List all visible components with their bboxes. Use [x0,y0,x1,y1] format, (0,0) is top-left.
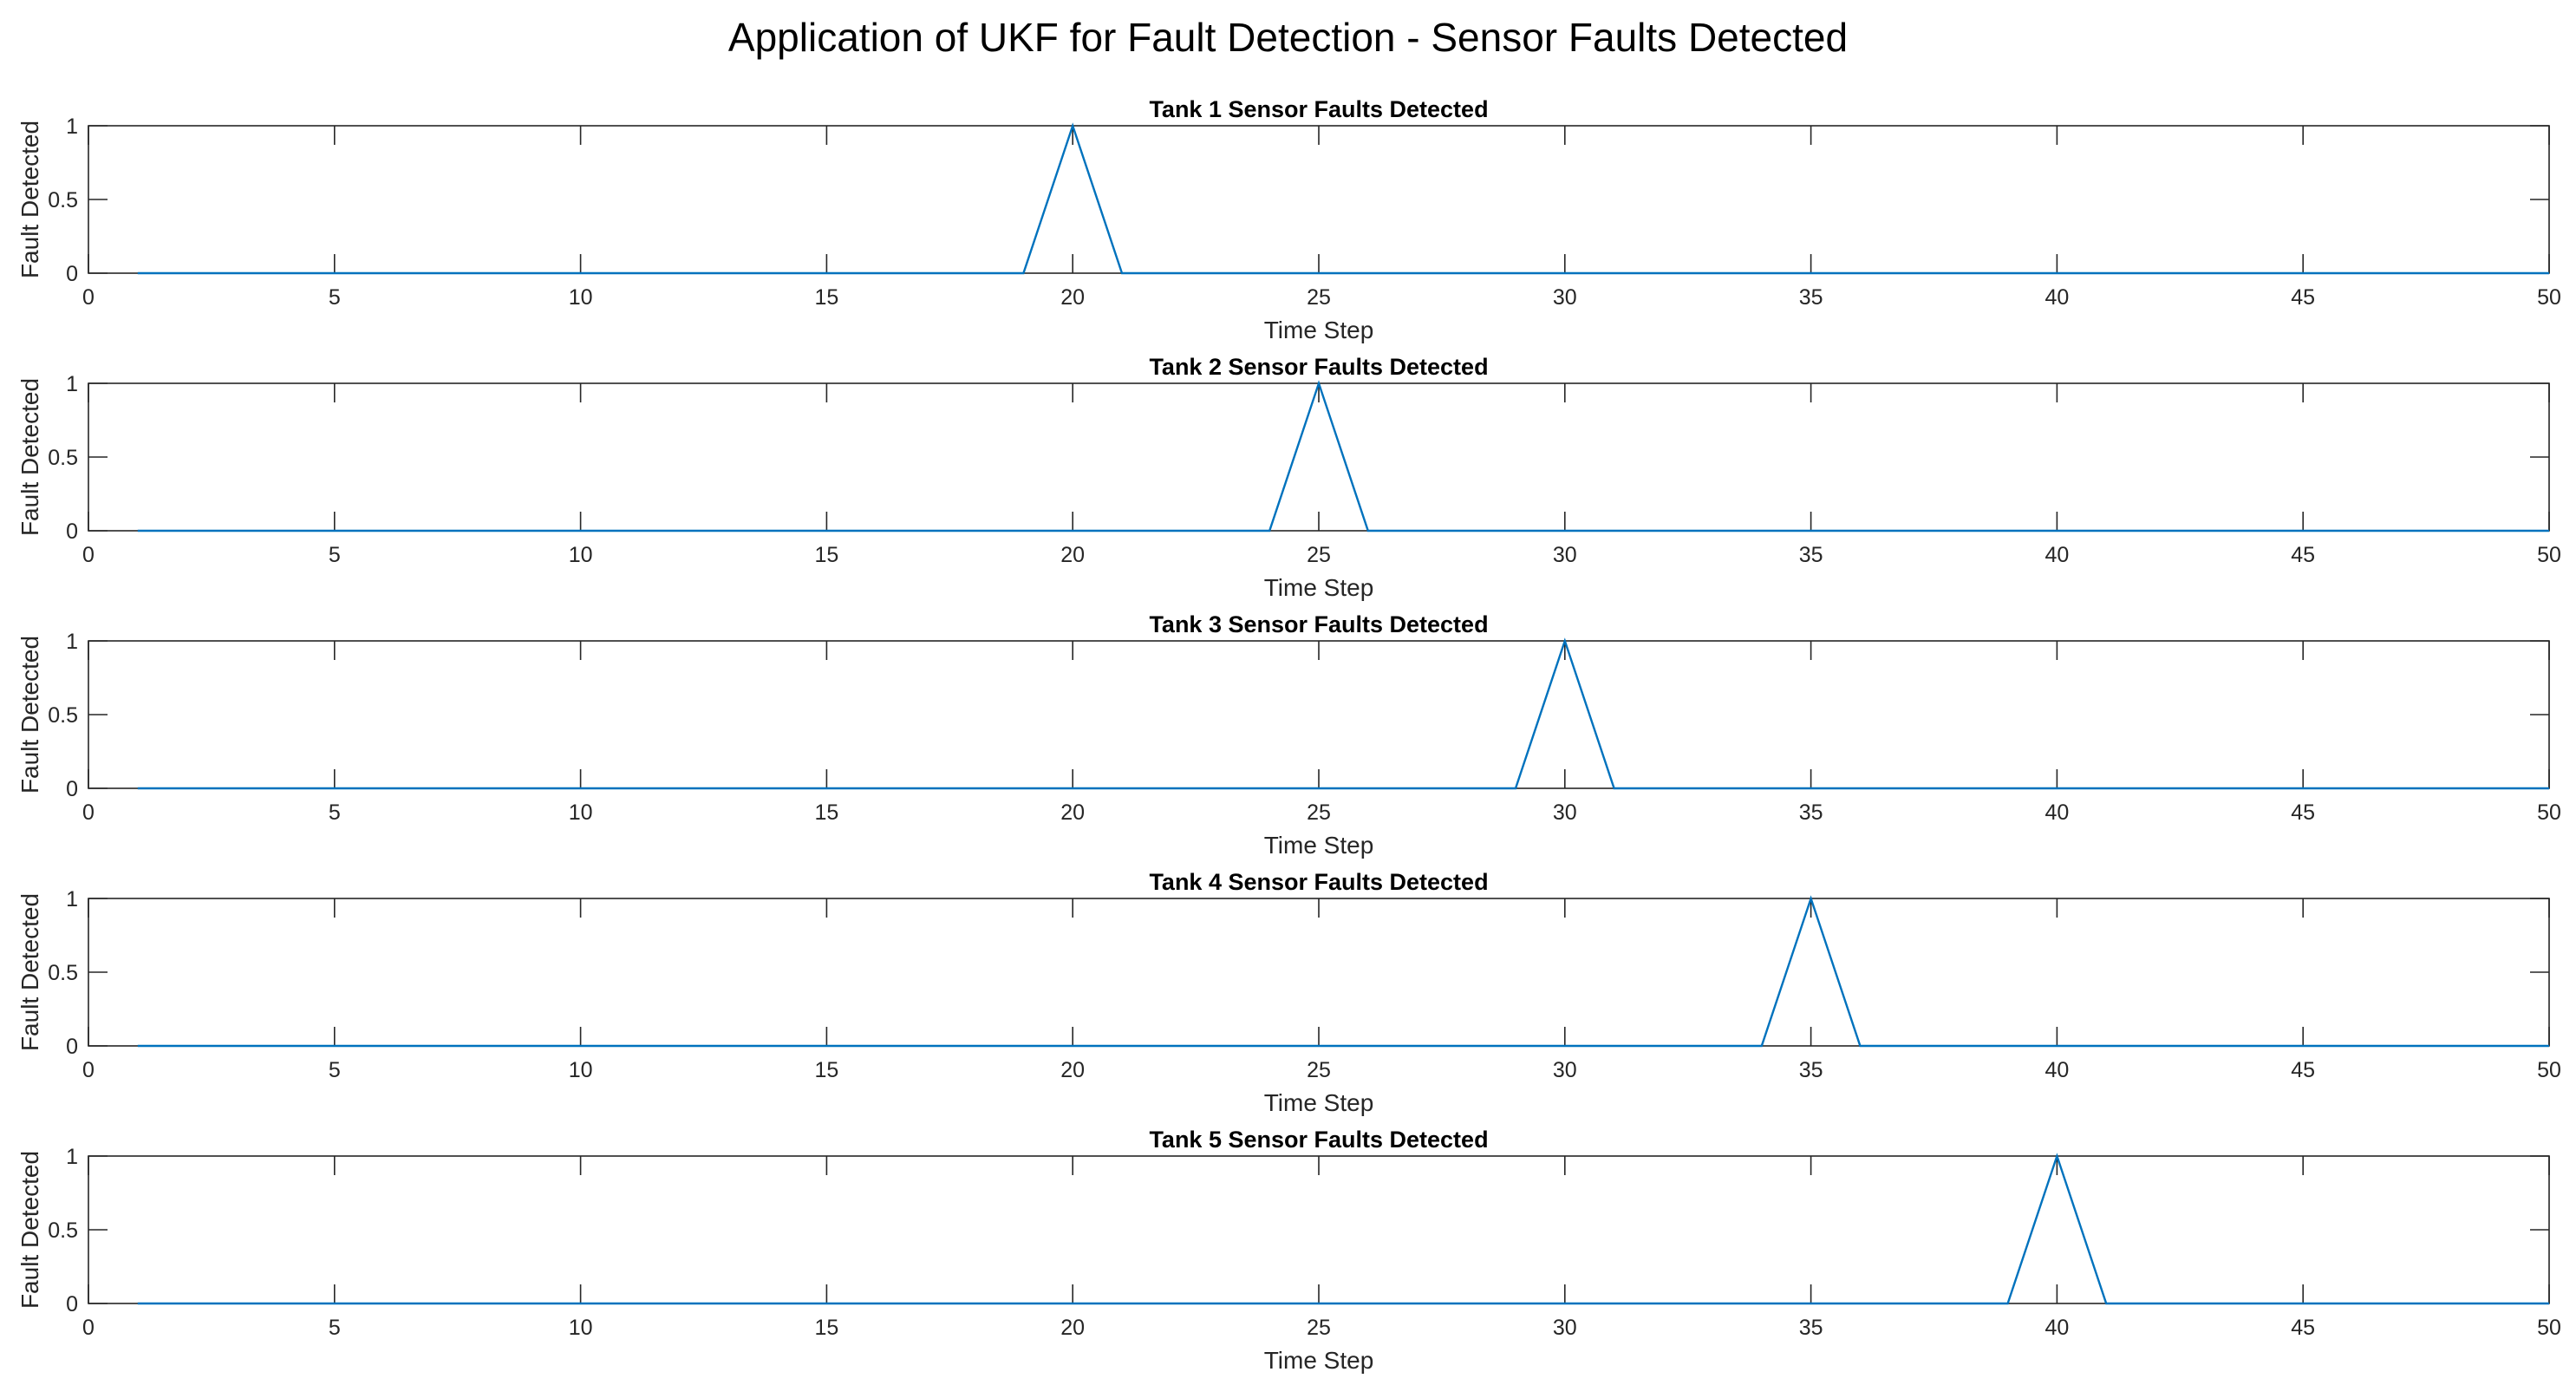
subplot-1-x-tick-label: 0 [82,285,95,310]
subplot-1-x-tick-label: 25 [1307,285,1331,310]
subplot-3-x-tick-label: 40 [2044,800,2069,825]
subplot-1-axes-box [88,125,2550,274]
subplot-2-x-tick-label: 15 [814,543,838,567]
subplot-1-y-tick-label: 0 [66,262,78,286]
subplot-5-y-axis-label: Fault Detected [16,1151,43,1309]
subplot-1-x-tick-label: 30 [1553,285,1577,310]
subplot-5-series-line [137,1153,2549,1305]
subplot-1-x-tick-label: 45 [2291,285,2315,310]
subplot-1-x-tick-label: 10 [569,285,593,310]
subplot-2-title: Tank 2 Sensor Faults Detected [1149,354,1488,380]
subplot-4-x-axis-label: Time Step [1264,1089,1374,1116]
subplot-4-x-tick-label: 35 [1799,1058,1823,1082]
subplot-1-x-axis-label: Time Step [1264,317,1374,343]
figure-title: Application of UKF for Fault Detection -… [727,15,1849,60]
subplot-4-x-tick-label: 40 [2044,1058,2069,1082]
subplot-3-title: Tank 3 Sensor Faults Detected [1149,611,1488,637]
subplot-5-y-tick-label: 0.5 [48,1218,78,1243]
subplot-3-x-tick-label: 35 [1799,800,1823,825]
subplot-3-x-tick-label: 25 [1307,800,1331,825]
subplot-3-x-tick-label: 50 [2537,800,2561,825]
subplot-1-y-tick-label: 1 [66,114,78,139]
subplot-2-x-tick-label: 25 [1307,543,1331,567]
subplot-3-y-tick-label: 0.5 [48,703,78,728]
subplot-2-x-tick-label: 50 [2537,543,2561,567]
subplot-3-x-tick-label: 20 [1060,800,1085,825]
subplot-3-x-tick-label: 15 [814,800,838,825]
subplot-1-series-line [137,122,2549,275]
subplot-3-x-tick-label: 45 [2291,800,2315,825]
subplot-4-series-line [137,895,2549,1048]
subplot-4-x-tick-label: 15 [814,1058,838,1082]
subplot-3-x-tick-label: 0 [82,800,95,825]
subplot-4-x-tick-label: 10 [569,1058,593,1082]
subplot-5-x-tick-label: 20 [1060,1316,1085,1340]
subplot-4-axes-box [88,898,2550,1047]
subplot-1-x-tick-label: 40 [2044,285,2069,310]
subplot-5-x-tick-label: 5 [329,1316,341,1340]
subplot-1-x-tick-label: 50 [2537,285,2561,310]
subplot-1-x-tick-label: 5 [329,285,341,310]
subplot-3-series-line [137,637,2549,790]
subplot-3-x-axis-label: Time Step [1264,832,1374,859]
subplot-4-title: Tank 4 Sensor Faults Detected [1149,869,1488,895]
subplot-2-y-tick-label: 1 [66,372,78,396]
subplot-1-x-tick-label: 20 [1060,285,1085,310]
subplot-4-x-tick-label: 30 [1553,1058,1577,1082]
subplot-4-y-axis-label: Fault Detected [16,893,43,1051]
subplot-5-axes-box [88,1155,2550,1304]
subplot-3-y-tick-label: 1 [66,630,78,654]
subplot-4-y-tick-label: 0.5 [48,961,78,985]
subplot-2-x-tick-label: 0 [82,543,95,567]
subplot-4-y-tick-label: 1 [66,887,78,911]
subplot-1-title: Tank 1 Sensor Faults Detected [1149,96,1488,122]
subplot-2-x-tick-label: 35 [1799,543,1823,567]
subplot-5-x-tick-label: 50 [2537,1316,2561,1340]
subplot-2-y-tick-label: 0.5 [48,446,78,470]
subplot-5-x-tick-label: 25 [1307,1316,1331,1340]
subplot-5-x-tick-label: 45 [2291,1316,2315,1340]
subplot-2-x-tick-label: 5 [329,543,341,567]
subplot-4-x-tick-label: 50 [2537,1058,2561,1082]
subplot-4-x-tick-label: 0 [82,1058,95,1082]
subplot-2-x-axis-label: Time Step [1264,574,1374,601]
subplot-2-x-tick-label: 10 [569,543,593,567]
subplot-5-y-tick-label: 1 [66,1145,78,1169]
subplot-3-x-tick-label: 30 [1553,800,1577,825]
subplot-3-axes-box [88,640,2550,789]
subplot-1-x-tick-label: 35 [1799,285,1823,310]
subplot-3-x-tick-label: 10 [569,800,593,825]
subplot-4-y-tick-label: 0 [66,1035,78,1059]
subplot-4-x-tick-label: 25 [1307,1058,1331,1082]
subplot-5-title: Tank 5 Sensor Faults Detected [1149,1127,1488,1153]
subplot-3-x-tick-label: 5 [329,800,341,825]
subplot-1-x-tick-label: 15 [814,285,838,310]
subplot-4-x-tick-label: 5 [329,1058,341,1082]
subplot-2-axes-box [88,382,2550,532]
subplot-5-x-tick-label: 0 [82,1316,95,1340]
subplot-5-x-tick-label: 40 [2044,1316,2069,1340]
subplot-2-x-tick-label: 20 [1060,543,1085,567]
subplot-1-y-tick-label: 0.5 [48,188,78,212]
subplot-5-x-tick-label: 35 [1799,1316,1823,1340]
subplot-3-y-tick-label: 0 [66,777,78,801]
subplot-2-x-tick-label: 30 [1553,543,1577,567]
subplot-5-x-tick-label: 10 [569,1316,593,1340]
subplot-2-y-axis-label: Fault Detected [16,378,43,536]
subplot-2-y-tick-label: 0 [66,519,78,544]
subplot-5-x-axis-label: Time Step [1264,1347,1374,1374]
subplot-4-x-tick-label: 20 [1060,1058,1085,1082]
subplot-2-series-line [137,380,2549,532]
subplot-2-x-tick-label: 40 [2044,543,2069,567]
subplot-5-x-tick-label: 30 [1553,1316,1577,1340]
subplot-2-x-tick-label: 45 [2291,543,2315,567]
subplot-5-y-tick-label: 0 [66,1292,78,1316]
subplot-1-y-axis-label: Fault Detected [16,121,43,278]
subplot-3-y-axis-label: Fault Detected [16,636,43,794]
subplot-5-x-tick-label: 15 [814,1316,838,1340]
subplot-4-x-tick-label: 45 [2291,1058,2315,1082]
